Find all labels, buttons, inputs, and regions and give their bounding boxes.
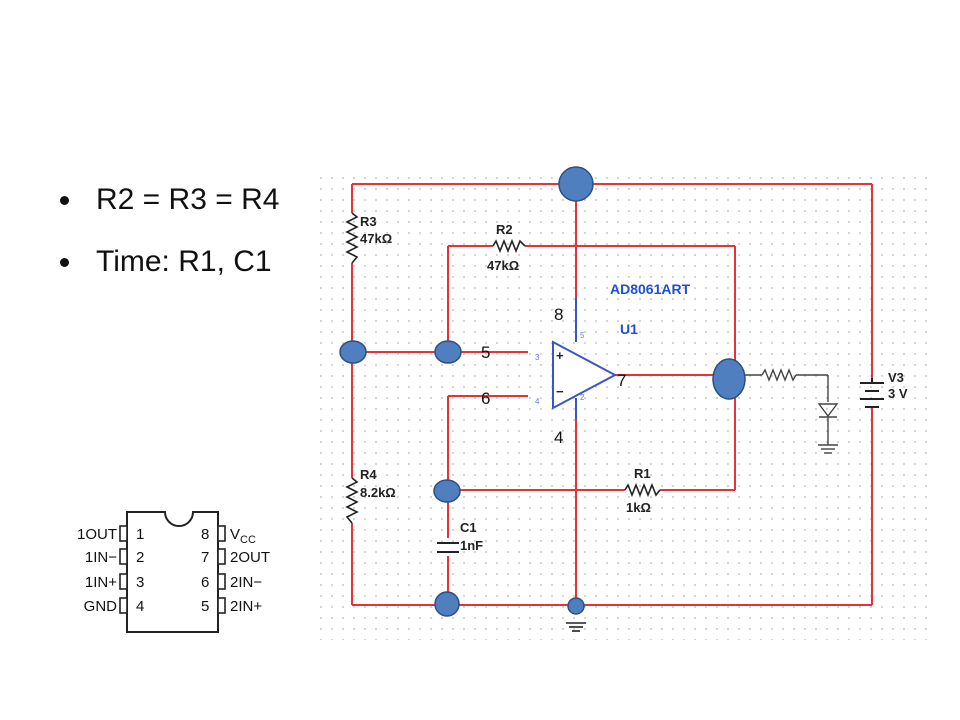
opamp-pin-4: 4 — [535, 397, 540, 406]
schematic-grid — [318, 172, 930, 640]
opamp-plus-sign: + — [556, 348, 564, 363]
node-left — [339, 340, 367, 364]
ic-left-label: 1IN− — [85, 549, 117, 566]
r2-name: R2 — [496, 222, 513, 237]
opamp-ref: U1 — [620, 321, 638, 337]
node-in-plus — [434, 340, 462, 364]
bullet-dot — [60, 258, 69, 267]
ic-right-label: 2OUT — [230, 549, 270, 566]
capacitor-c1 — [437, 542, 459, 553]
ic-right-label: 2IN+ — [230, 598, 262, 615]
pin-label-out: 7 — [617, 371, 626, 390]
pin-label-bottom: 4 — [554, 428, 563, 447]
pin-label-in-plus: 5 — [481, 343, 490, 362]
bullet-text: R2 = R3 = R4 — [96, 183, 280, 216]
ic-left-num: 1 — [136, 526, 144, 543]
ic-body — [126, 511, 219, 633]
ic-vcc-main: V — [230, 526, 240, 543]
ic-left-num: 2 — [136, 549, 144, 566]
ic-left-label: 1IN+ — [85, 574, 117, 591]
bullet-dot — [60, 196, 69, 205]
resistor-r4 — [345, 477, 359, 524]
bullet-list: R2 = R3 = R4 Time: R1, C1 — [60, 178, 279, 302]
resistor-r3 — [345, 212, 359, 264]
r1-name: R1 — [634, 466, 651, 481]
node-ground — [567, 597, 585, 615]
r1-value: 1kΩ — [626, 500, 651, 515]
ic-left-num: 4 — [136, 598, 144, 615]
node-bottom-left — [434, 591, 460, 617]
ic-right-label-vcc: VCC — [230, 526, 256, 546]
opamp-pin-2: 2 — [580, 393, 585, 402]
ic-right-num: 7 — [201, 549, 209, 566]
ic-vcc-sub: CC — [240, 534, 256, 546]
wires — [351, 183, 873, 606]
nodes — [339, 166, 746, 617]
bullet-item: Time: R1, C1 — [60, 240, 279, 302]
opamp-pin-3: 3 — [535, 353, 540, 362]
v3-name: V3 — [888, 370, 904, 385]
resistor-r2 — [492, 238, 526, 254]
ground-icon — [566, 622, 586, 632]
node-r1 — [433, 479, 461, 503]
ic-right-num: 6 — [201, 574, 209, 591]
ic-left-num: 3 — [136, 574, 144, 591]
ic-pinout: 1OUT 1IN− 1IN+ GND 1 2 3 4 8 7 6 5 VCC 2… — [77, 511, 270, 633]
r3-value: 47kΩ — [360, 231, 392, 246]
r4-name: R4 — [360, 467, 377, 482]
opamp-part-number: AD8061ART — [610, 281, 691, 297]
ic-right-num: 5 — [201, 598, 209, 615]
led-branch — [745, 368, 839, 454]
ic-pin-tabs — [119, 525, 226, 614]
node-top — [558, 166, 594, 202]
ic-right-label: 2IN− — [230, 574, 262, 591]
battery-v3 — [860, 378, 884, 408]
ic-left-label: GND — [84, 598, 118, 615]
node-output — [712, 358, 746, 400]
opamp-minus-sign: − — [556, 384, 564, 399]
r2-value: 47kΩ — [487, 258, 519, 273]
pin-label-top: 8 — [554, 305, 563, 324]
pin-label-in-minus: 6 — [481, 389, 490, 408]
ic-left-label: 1OUT — [77, 526, 117, 543]
v3-value: 3 V — [888, 386, 908, 401]
bullet-text: Time: R1, C1 — [96, 245, 272, 278]
c1-name: C1 — [460, 520, 477, 535]
ic-right-num: 8 — [201, 526, 209, 543]
r4-value: 8.2kΩ — [360, 485, 396, 500]
resistor-r1 — [624, 482, 661, 498]
bullet-item: R2 = R3 = R4 — [60, 178, 279, 240]
opamp-symbol — [552, 340, 618, 410]
opamp-pin-5: 5 — [580, 331, 585, 340]
r3-name: R3 — [360, 214, 377, 229]
c1-value: 1nF — [460, 538, 483, 553]
